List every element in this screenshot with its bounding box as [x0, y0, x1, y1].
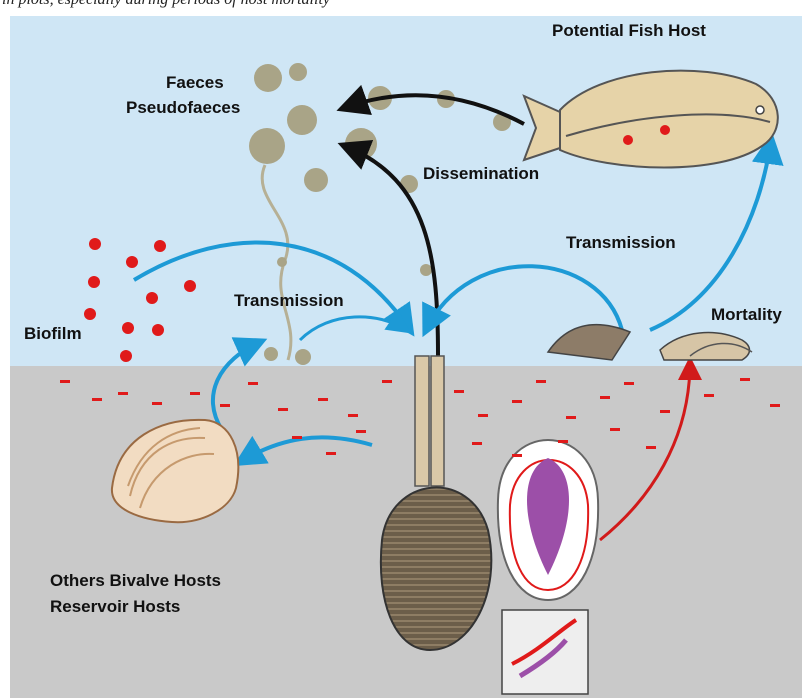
label-faeces: Faeces — [166, 72, 224, 94]
label-reservoir-hosts: Reservoir Hosts — [50, 596, 180, 618]
label-transmission-right: Transmission — [566, 232, 676, 254]
label-fish-host: Potential Fish Host — [552, 20, 706, 42]
label-mortality: Mortality — [711, 304, 782, 326]
label-dissemination: Dissemination — [423, 163, 539, 185]
label-pseudofaeces: Pseudofaeces — [126, 97, 240, 119]
label-bivalve-hosts: Others Bivalve Hosts — [50, 570, 221, 592]
label-transmission-left: Transmission — [234, 290, 344, 312]
gill-detail-inset — [502, 610, 588, 694]
label-biofilm: Biofilm — [24, 323, 82, 345]
clam-cross-section-icon — [498, 440, 598, 600]
